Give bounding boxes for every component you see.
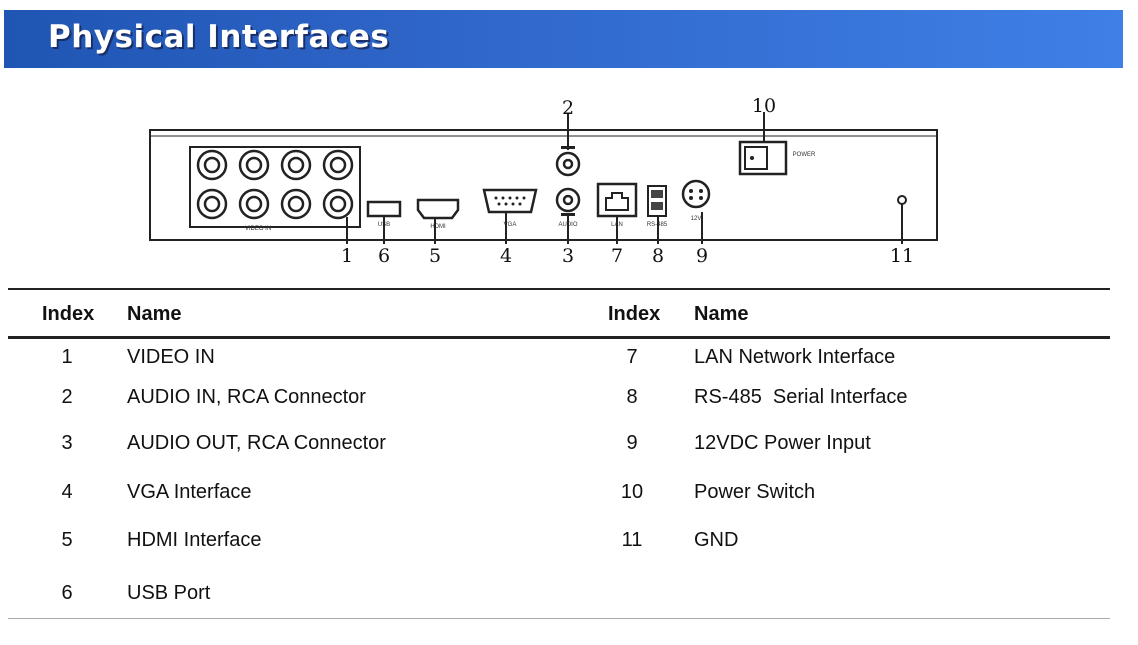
table-header-rule — [8, 336, 1110, 339]
callout-2: 2 — [562, 97, 574, 119]
callout-5: 5 — [429, 245, 441, 267]
video-in-label: VIDEO IN — [245, 226, 271, 232]
row-name: VIDEO IN — [127, 346, 215, 368]
row-index: 6 — [61, 582, 73, 604]
row-name: VGA Interface — [127, 481, 252, 503]
row-index: 7 — [626, 346, 638, 368]
hdmi-label: HDMI — [430, 224, 446, 230]
power-input-port — [681, 179, 711, 209]
hdmi-port — [416, 198, 460, 220]
callout-11: 11 — [890, 245, 914, 267]
header-name-left: Name — [127, 303, 182, 325]
row-index: 8 — [626, 386, 638, 408]
video-in-connectors — [189, 146, 361, 228]
callout-9: 9 — [696, 245, 708, 267]
row-name: AUDIO OUT, RCA Connector — [127, 432, 386, 454]
row-index: 2 — [61, 386, 73, 408]
row-name: USB Port — [127, 582, 211, 604]
callout-1: 1 — [341, 245, 353, 267]
row-name: GND — [694, 529, 739, 551]
row-index: 4 — [61, 481, 73, 503]
row-name: AUDIO IN, RCA Connector — [127, 386, 366, 408]
rear-panel-diagram: VIDEO IN USB HDMI VGA AUDIO LAN RS-485 1… — [149, 95, 938, 267]
usb-port — [366, 200, 402, 218]
vga-label: VGA — [504, 222, 517, 228]
callout-6: 6 — [378, 245, 390, 267]
table-bottom-rule — [8, 618, 1110, 619]
power-switch-label: POWER — [793, 152, 816, 158]
chassis-outline — [149, 129, 938, 241]
callout-3: 3 — [562, 245, 574, 267]
row-index: 5 — [61, 529, 73, 551]
header-name-right: Name — [694, 303, 749, 325]
row-index: 3 — [61, 432, 73, 454]
vga-port — [482, 188, 538, 214]
power-input-label: 12V — [691, 216, 702, 222]
callout-7: 7 — [611, 245, 623, 267]
table-top-rule — [8, 288, 1110, 290]
row-index: 1 — [61, 346, 73, 368]
row-name: RS-485 Serial Interface — [694, 386, 908, 408]
audio-connectors — [555, 151, 581, 213]
row-index: 10 — [620, 481, 644, 503]
row-name: Power Switch — [694, 481, 816, 503]
gnd-terminal — [897, 195, 907, 220]
callout-10: 10 — [752, 95, 776, 117]
callout-8: 8 — [652, 245, 664, 267]
row-index: 11 — [621, 529, 643, 551]
row-name: 12VDC Power Input — [694, 432, 871, 454]
row-name: HDMI Interface — [127, 529, 262, 551]
page-header: Physical Interfaces — [4, 10, 1123, 68]
lan-port — [596, 182, 638, 218]
header-index-left: Index — [42, 303, 95, 325]
callout-4: 4 — [500, 245, 512, 267]
page-title: Physical Interfaces — [48, 19, 390, 55]
row-name: LAN Network Interface — [694, 346, 896, 368]
row-index: 9 — [626, 432, 638, 454]
header-index-right: Index — [608, 303, 661, 325]
